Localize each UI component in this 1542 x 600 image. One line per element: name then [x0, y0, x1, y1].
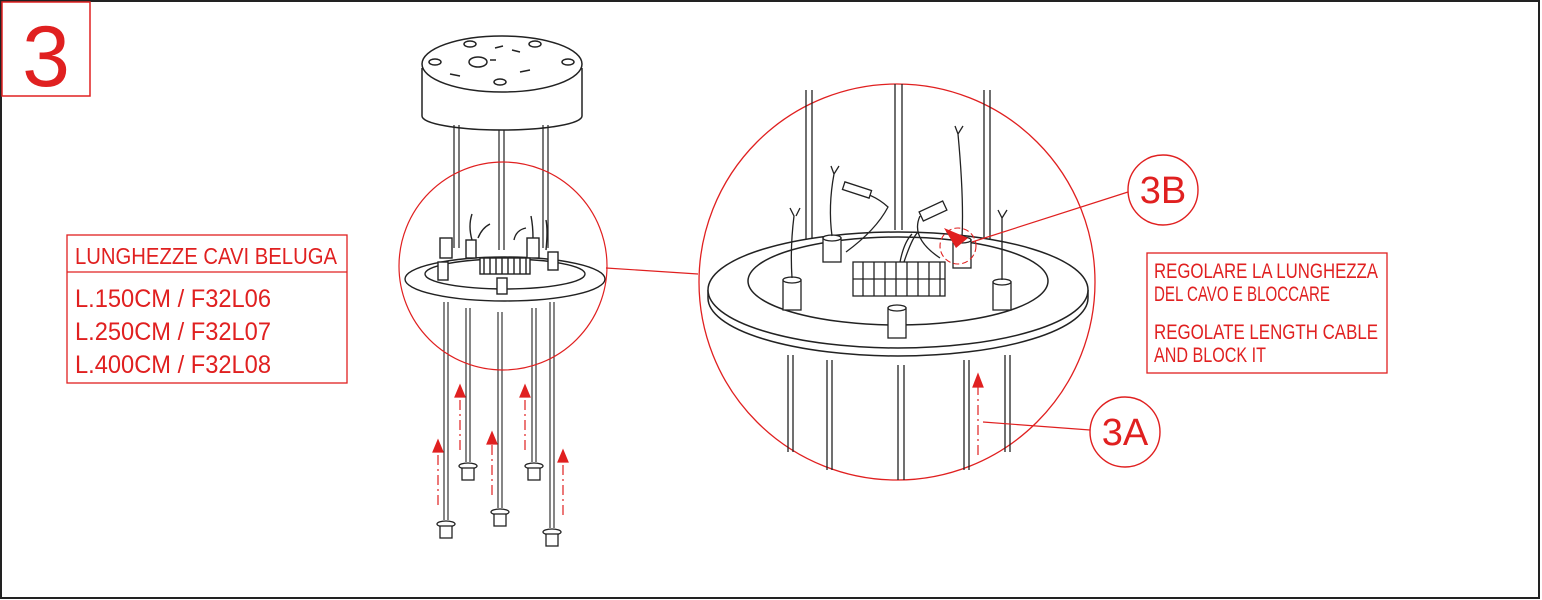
step-number-box: [1, 1, 91, 97]
cable-lengths-title: LUNGHEZZE CAVI BELUGA: [75, 243, 338, 269]
cable-length-line: L.250CM / F32L07: [75, 318, 271, 346]
instruction-en-line2: AND BLOCK IT: [1154, 344, 1266, 367]
callout-3a-label: 3A: [1102, 412, 1149, 454]
detail-circle-large: [698, 83, 1096, 481]
callout-3a: 3A: [982, 396, 1161, 468]
suspension-rods: [453, 125, 549, 250]
instruction-box: REGOLARE LA LUNGHEZZA DEL CAVO E BLOCCAR…: [1146, 252, 1388, 374]
cable-lengths-box: LUNGHEZZE CAVI BELUGA L.150CM / F32L06 L…: [66, 234, 348, 384]
callout-3b-label: 3B: [1140, 170, 1186, 212]
instruction-it-line2: DEL CAVO E BLOCCARE: [1154, 283, 1330, 306]
step-number: 3: [22, 9, 70, 105]
lock-point-arrow: [944, 228, 968, 248]
detail-circle-small: [398, 161, 608, 371]
insertion-arrows: [432, 383, 569, 515]
cable-end-caps: [436, 462, 562, 547]
detail-view: [698, 83, 1096, 481]
detail-components: [782, 125, 1012, 339]
hanging-cables: [443, 302, 555, 528]
cable-length-line: L.150CM / F32L06: [75, 285, 271, 313]
instruction-en-line1: REGOLATE LENGTH CABLE: [1154, 321, 1378, 344]
canopy: [421, 35, 583, 131]
detail-insertion-arrow: [972, 372, 984, 455]
instruction-it-line1: REGOLARE LA LUNGHEZZA: [1154, 260, 1378, 283]
left-plate: [404, 213, 606, 302]
cable-length-line: L.400CM / F32L08: [75, 351, 271, 379]
detail-link-line: [605, 267, 699, 275]
callout-3b: 3B: [971, 154, 1199, 243]
lock-point-marker: [939, 227, 977, 265]
